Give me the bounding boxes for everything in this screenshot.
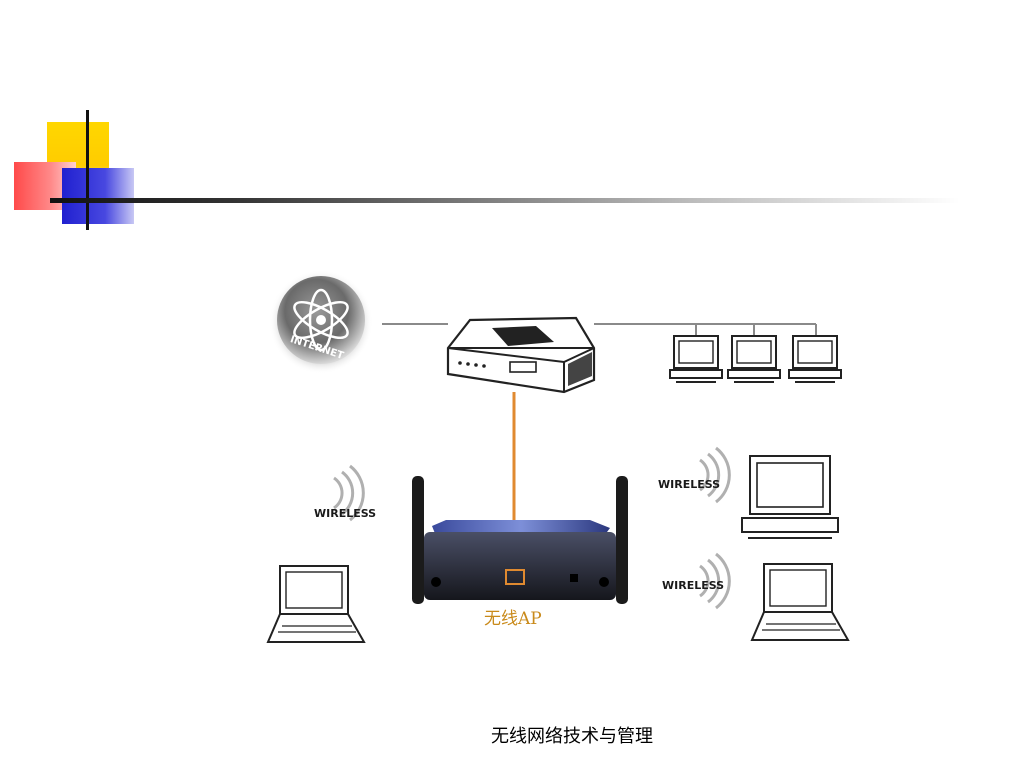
footer-text: 无线网络技术与管理 bbox=[491, 726, 653, 747]
title-deco-vertical-line bbox=[86, 110, 89, 230]
internet-globe-icon: INTERNET bbox=[269, 270, 373, 374]
desktop-pc-icon bbox=[727, 335, 781, 383]
wireless-signal-icon bbox=[333, 464, 365, 522]
desktop-pc-icon bbox=[669, 335, 723, 383]
wireless-signal-icon bbox=[699, 552, 731, 610]
wireless-ap-icon: 无线AP bbox=[412, 476, 628, 629]
network-diagram: INTERNET bbox=[264, 270, 850, 656]
wireless-label-right-top: WIRELESS bbox=[658, 478, 720, 491]
desktop-pc-icon bbox=[741, 455, 839, 539]
wireless-label-left: WIRELESS bbox=[314, 507, 376, 520]
laptop-icon bbox=[266, 565, 366, 643]
laptop-icon bbox=[750, 563, 850, 641]
desktop-pc-icon bbox=[788, 335, 842, 383]
title-deco-blue-square bbox=[62, 168, 134, 224]
wireless-label-right-bottom: WIRELESS bbox=[662, 579, 724, 592]
title-rule bbox=[50, 198, 960, 203]
ap-label: 无线AP bbox=[484, 609, 542, 629]
wireless-signal-icon bbox=[699, 446, 731, 504]
router-icon bbox=[446, 316, 596, 394]
